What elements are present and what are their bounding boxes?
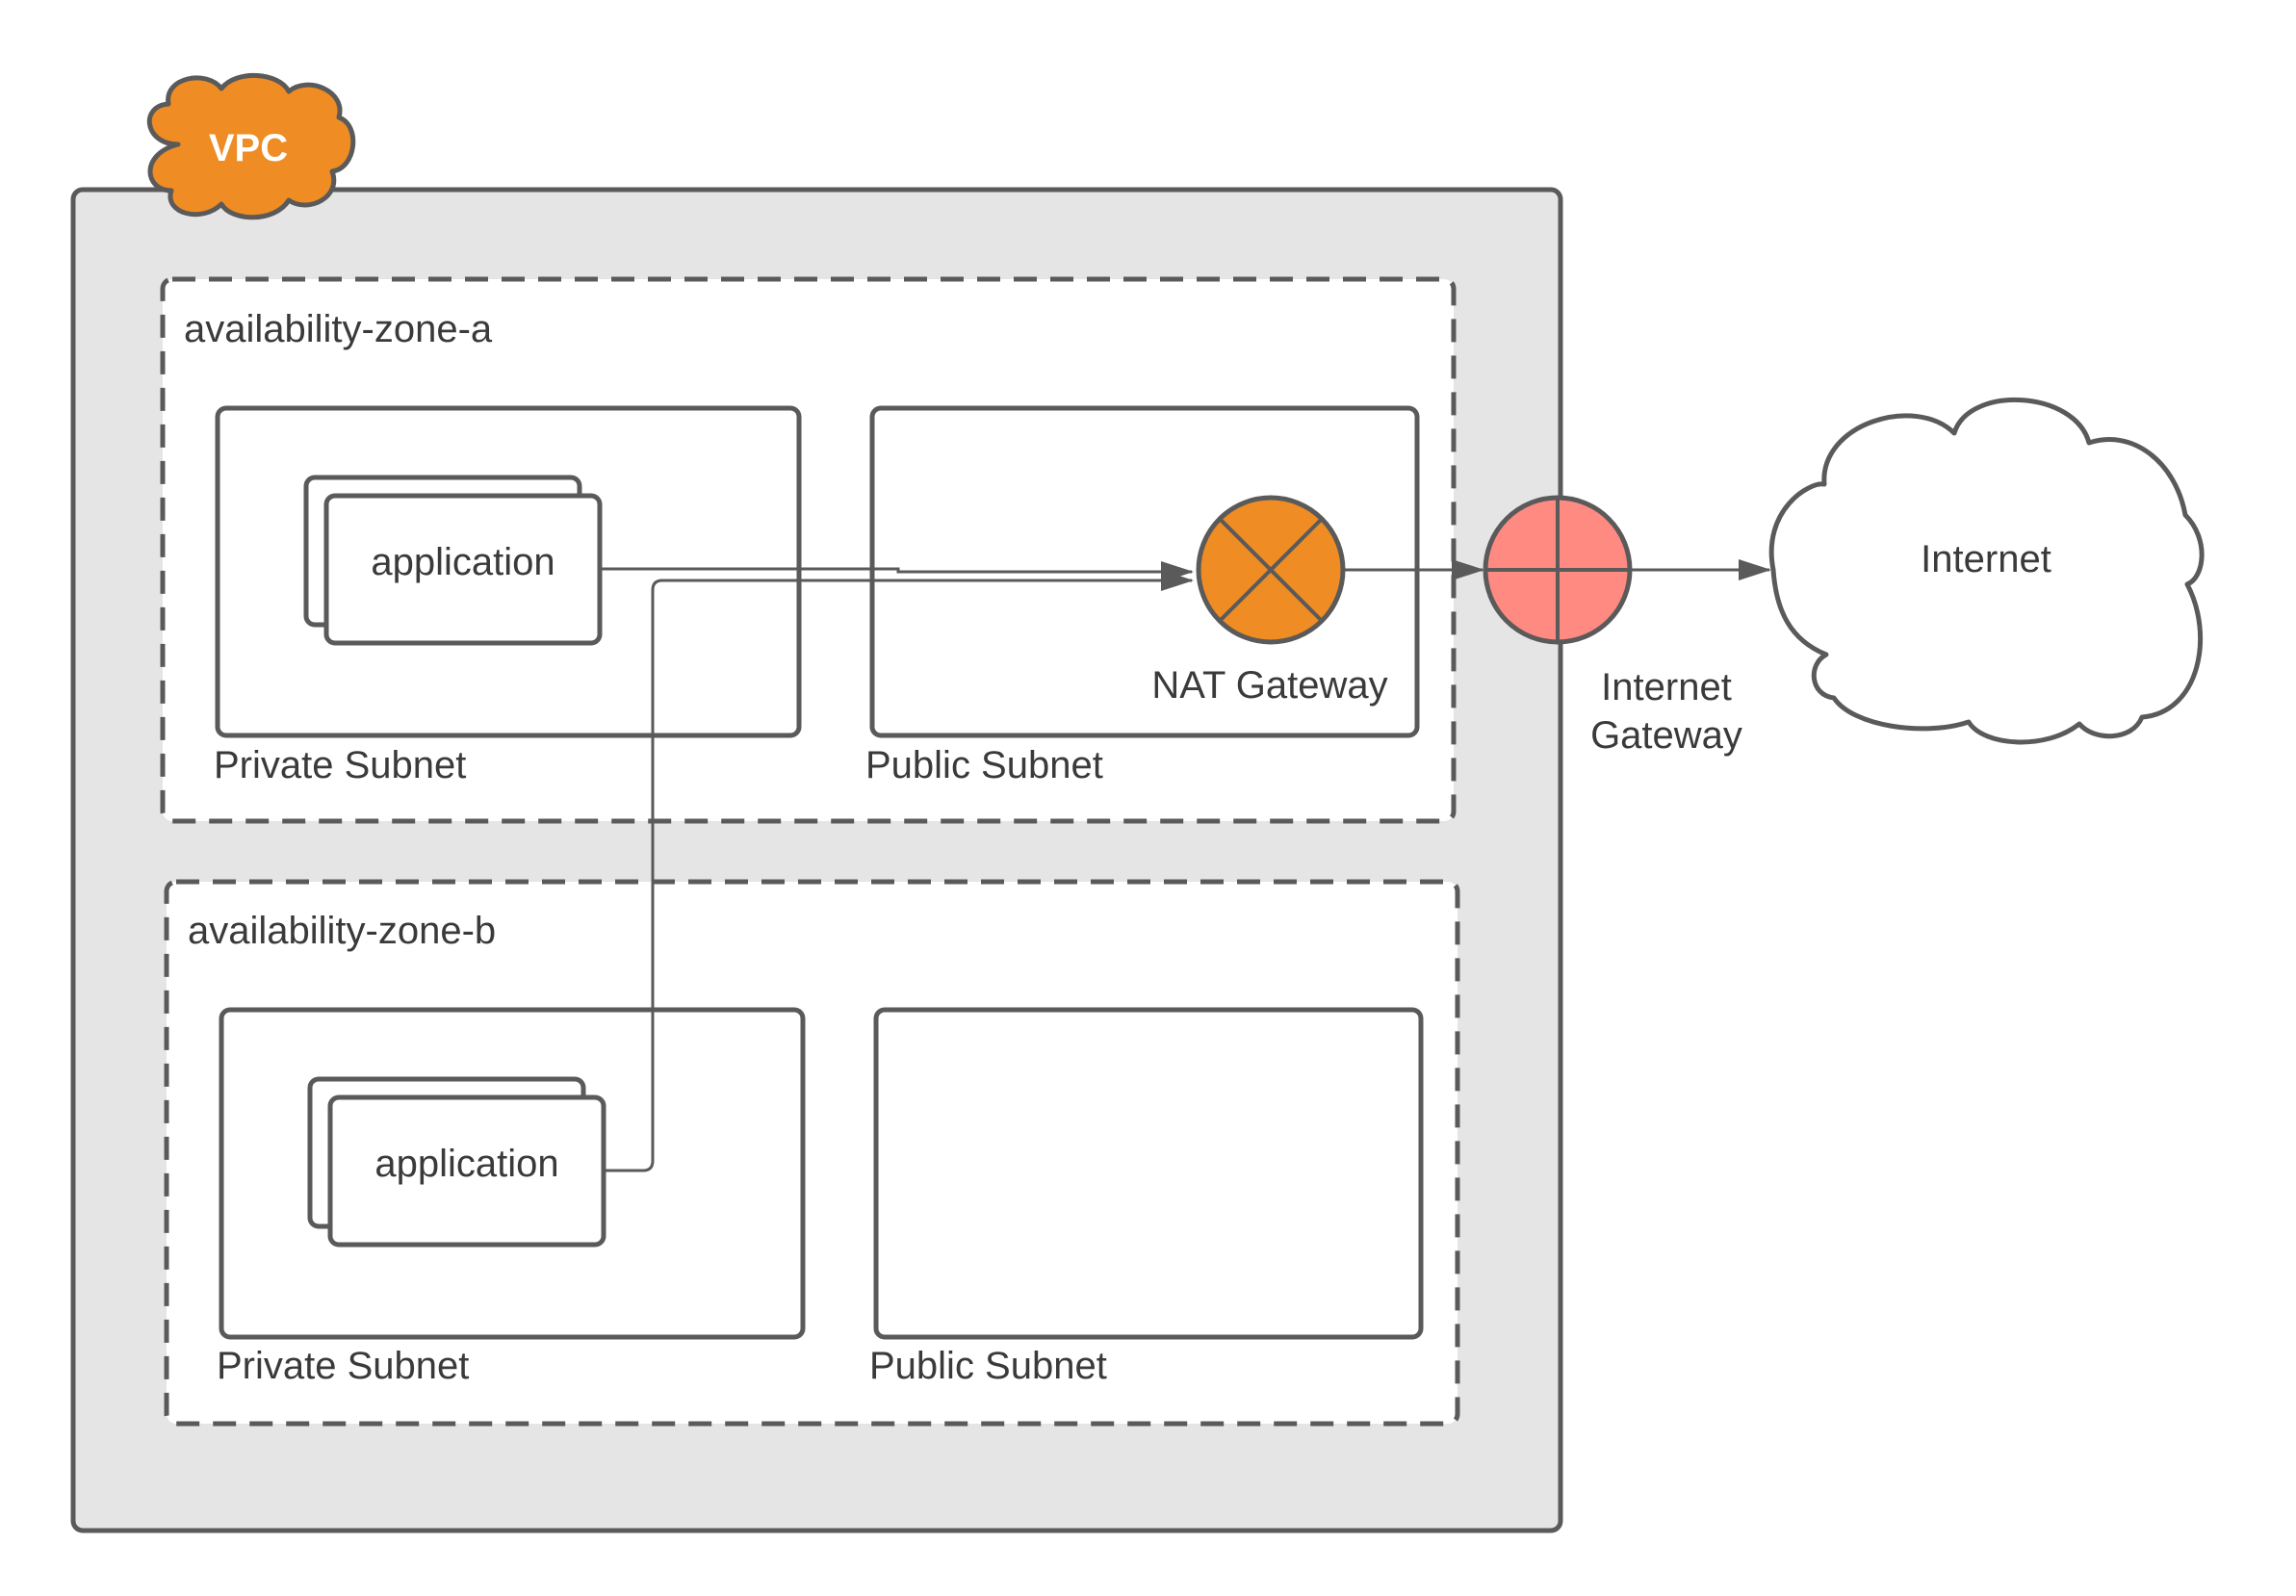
application-a-label: application [371,541,555,583]
connector-app-a-to-nat [601,561,1194,582]
private-subnet-a-label: Private Subnet [214,744,466,786]
vpc-cloud-icon [146,73,356,220]
application-a-box [323,493,603,646]
internet-cloud-icon [1768,397,2205,745]
internet-gateway-icon [1483,495,1633,645]
availability-zone-a-label: availability-zone-a [184,308,493,350]
vpc-label: VPC [209,127,288,169]
application-b-label: application [374,1143,558,1185]
nat-gateway-label: NAT Gateway [1151,664,1387,707]
availability-zone-b-label: availability-zone-b [188,910,496,952]
public-subnet-b-label: Public Subnet [869,1345,1107,1387]
application-b-box [327,1094,606,1248]
public-subnet-a-label: Public Subnet [865,744,1103,786]
connector-app-b-to-nat [605,570,1194,1172]
public-subnet-b-box [873,1007,1424,1340]
private-subnet-b-label: Private Subnet [217,1345,469,1387]
internet-label: Internet [1921,538,2051,580]
internet-gateway-label-line1: Internet [1601,666,1732,708]
nat-gateway-icon [1196,495,1346,645]
internet-gateway-label-line2: Gateway [1590,714,1742,757]
